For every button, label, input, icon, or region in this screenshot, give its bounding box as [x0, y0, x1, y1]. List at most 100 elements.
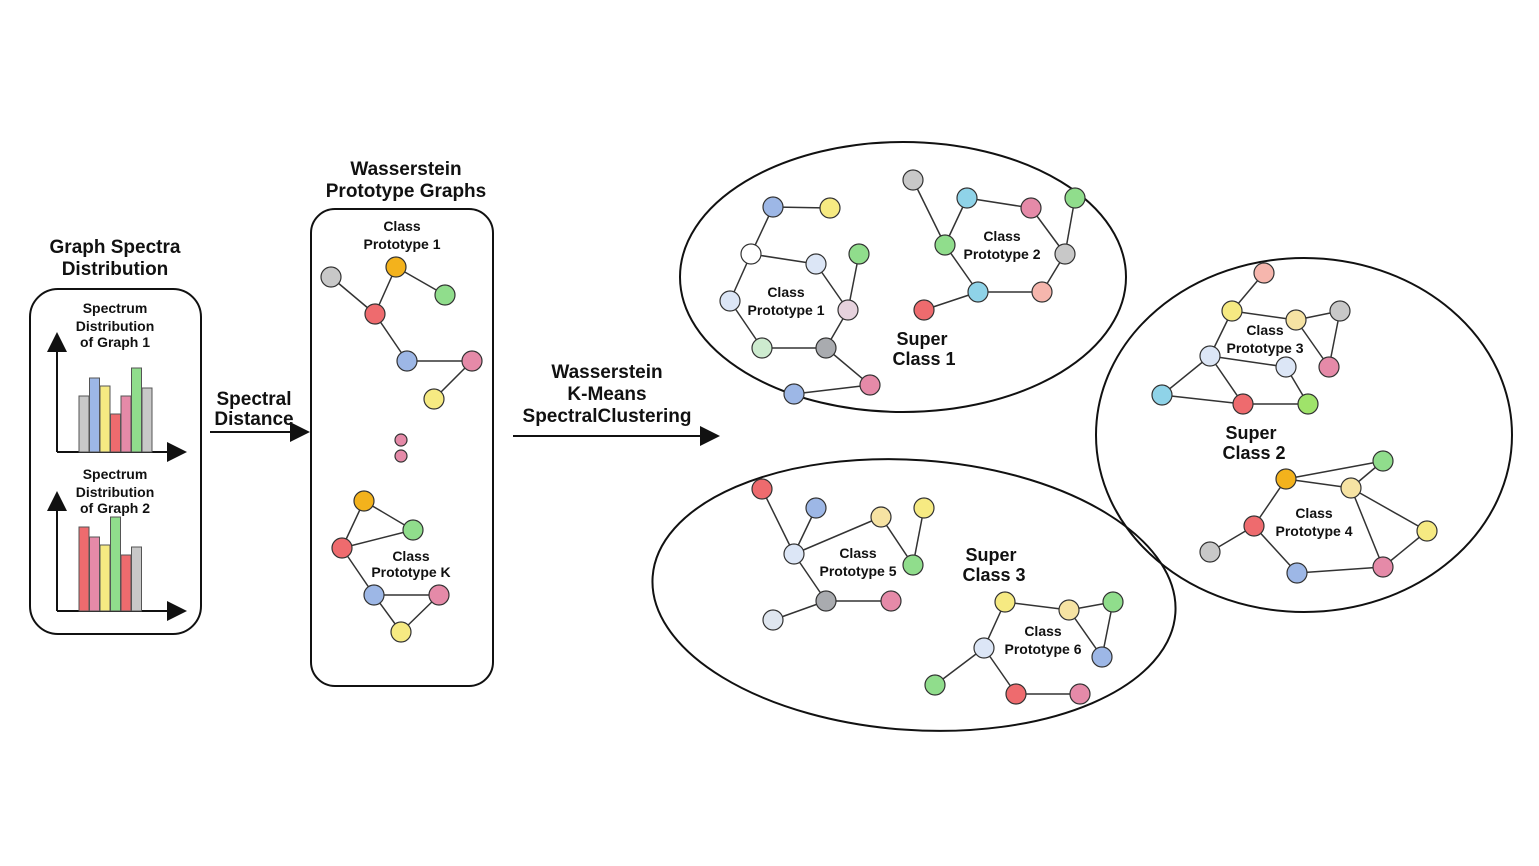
prototype-k-graph-node — [428, 584, 450, 606]
super2-prototype-4-graph-edge — [1285, 460, 1384, 480]
histogram-bar — [110, 413, 121, 453]
super1-prototype-1-graph-node — [837, 299, 859, 321]
super-class-3-line2: Class 3 — [962, 565, 1025, 585]
prototype-1-graph-node — [396, 350, 418, 372]
super1-prototype-2-graph-node — [1054, 243, 1076, 265]
spectra-panel — [29, 288, 202, 635]
prototypes-title-line1: Wasserstein — [350, 159, 461, 180]
histogram-bar — [89, 536, 100, 612]
super2-prototype-3-graph-node — [1285, 309, 1307, 331]
sc3-proto5-line1: Class — [839, 545, 877, 561]
super3-prototype-5-graph-node — [751, 478, 773, 500]
ellipsis-dot-node — [394, 449, 408, 463]
super3-prototype-6-graph-node — [1058, 599, 1080, 621]
super1-prototype-1-graph-node — [762, 196, 784, 218]
prototype-k-graph-node — [402, 519, 424, 541]
ellipsis-dot-node — [394, 433, 408, 447]
protok-label-line1: Class — [392, 548, 430, 564]
sc1-proto2-line2: Prototype 2 — [963, 246, 1040, 262]
histogram-bar — [141, 387, 153, 453]
super3-prototype-6-graph-node — [1091, 646, 1113, 668]
super3-prototype-5-graph-node — [762, 609, 784, 631]
super3-prototype-5-graph-edge — [793, 516, 882, 555]
super1-prototype-2-graph-node — [934, 234, 956, 256]
super2-prototype-3-graph-node — [1232, 393, 1254, 415]
super3-prototype-6-graph-node — [994, 591, 1016, 613]
super1-prototype-2-graph-node — [913, 299, 935, 321]
super3-prototype-6-graph-node — [973, 637, 995, 659]
super2-prototype-4-graph-edge — [1285, 478, 1352, 489]
super2-prototype-3-graph-node — [1199, 345, 1221, 367]
prototype-1-graph-node — [385, 256, 407, 278]
super3-prototype-6-graph-node — [1069, 683, 1091, 705]
super3-prototype-6-graph-node — [1102, 591, 1124, 613]
super2-prototype-4-graph-edge — [1253, 525, 1298, 574]
spectrum2-histogram — [47, 491, 187, 621]
super1-prototype-2-graph-node — [1020, 197, 1042, 219]
super-class-3-line1: Super — [965, 545, 1016, 565]
super3-prototype-6-graph-edge — [1004, 601, 1070, 611]
histogram-bar — [78, 526, 90, 612]
super2-prototype-4-graph-edge — [1296, 566, 1384, 574]
super-class-1-line1: Super — [896, 329, 947, 349]
super2-prototype-3-graph-node — [1329, 300, 1351, 322]
super-class-3-ellipse — [651, 458, 1177, 732]
super1-prototype-2-graph-edge — [912, 179, 946, 246]
super2-prototype-3-graph-node — [1221, 300, 1243, 322]
super1-prototype-1-graph-node — [719, 290, 741, 312]
spectra-title-line1: Graph Spectra — [50, 237, 181, 258]
sc2-proto4-line1: Class — [1295, 505, 1333, 521]
super2-prototype-4-graph-node — [1199, 541, 1221, 563]
spectrum2-label-line2: Distribution — [76, 484, 155, 500]
super2-prototype-3-graph-node — [1297, 393, 1319, 415]
super3-prototype-5-graph-node — [783, 543, 805, 565]
super2-prototype-3-graph-node — [1151, 384, 1173, 406]
prototype-k-graph-node — [363, 584, 385, 606]
super2-prototype-4-graph-node — [1286, 562, 1308, 584]
super2-prototype-4-graph-edge — [1350, 487, 1428, 532]
super3-prototype-5-graph-node — [880, 590, 902, 612]
super3-prototype-6-graph-node — [924, 674, 946, 696]
super3-prototype-5-graph-node — [902, 554, 924, 576]
clustering-label-line3: SpectralClustering — [523, 406, 692, 427]
spectrum2-label-line1: Spectrum — [83, 466, 148, 482]
histogram-bar — [131, 367, 142, 453]
super1-prototype-2-graph-node — [902, 169, 924, 191]
super-class-2-line1: Super — [1225, 423, 1276, 443]
sc1-proto2-line1: Class — [983, 228, 1021, 244]
prototype-k-graph-edge — [341, 529, 414, 549]
super1-prototype-2-graph-node — [956, 187, 978, 209]
super1-prototype-2-graph-node — [967, 281, 989, 303]
prototype-k-graph-node — [353, 490, 375, 512]
super3-prototype-5-graph-node — [870, 506, 892, 528]
prototype-1-graph-node — [423, 388, 445, 410]
super1-prototype-1-graph-node — [751, 337, 773, 359]
super2-prototype-4-graph-node — [1372, 450, 1394, 472]
super2-prototype-4-graph-node — [1416, 520, 1438, 542]
graph-nodes — [320, 169, 1438, 705]
super2-prototype-3-graph-edge — [1161, 394, 1244, 405]
super2-prototype-3-graph-node — [1318, 356, 1340, 378]
histogram-bar — [120, 395, 132, 453]
super3-prototype-5-graph-node — [913, 497, 935, 519]
sc3-proto5-line2: Prototype 5 — [819, 563, 896, 579]
protok-label-line2: Prototype K — [371, 564, 450, 580]
sc1-proto1-line1: Class — [767, 284, 805, 300]
spectrum1-label-line3: of Graph 1 — [80, 334, 150, 350]
super1-prototype-1-graph-node — [815, 337, 837, 359]
sc3-proto6-line2: Prototype 6 — [1004, 641, 1081, 657]
super1-prototype-2-graph-node — [1064, 187, 1086, 209]
super3-prototype-6-graph-node — [1005, 683, 1027, 705]
super1-prototype-2-graph-node — [1031, 281, 1053, 303]
histogram-bar — [110, 516, 121, 612]
sc2-proto3-line2: Prototype 3 — [1226, 340, 1303, 356]
super-class-1-ellipse — [679, 141, 1127, 413]
super2-prototype-4-graph-edge — [1350, 487, 1384, 568]
super3-prototype-5-graph-edge — [761, 488, 795, 555]
prototype-k-graph-node — [390, 621, 412, 643]
sc1-proto1-line2: Prototype 1 — [747, 302, 824, 318]
spectra-title-line2: Distribution — [62, 259, 169, 280]
spectrum1-label-line2: Distribution — [76, 318, 155, 334]
prototype-1-graph-node — [461, 350, 483, 372]
prototypes-panel — [310, 208, 494, 687]
